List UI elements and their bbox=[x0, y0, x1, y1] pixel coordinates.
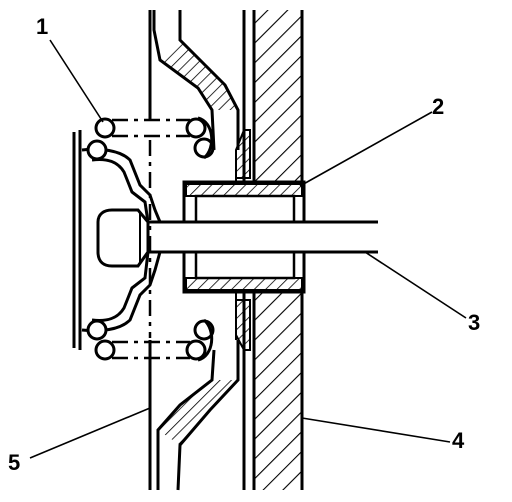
leader-2 bbox=[299, 111, 433, 187]
callout-3: 3 bbox=[468, 310, 480, 335]
spring-clip bbox=[86, 116, 215, 362]
callouts: 1 2 3 4 5 bbox=[8, 14, 480, 475]
leader-4 bbox=[301, 417, 451, 443]
seal-boot bbox=[72, 130, 162, 350]
leader-1 bbox=[49, 39, 104, 123]
callout-2: 2 bbox=[432, 94, 444, 119]
leader-lines bbox=[29, 39, 467, 459]
wall-spacers bbox=[235, 129, 251, 351]
callout-1: 1 bbox=[36, 14, 48, 39]
leader-5 bbox=[29, 407, 151, 459]
callout-4: 4 bbox=[452, 428, 465, 453]
shaft-rod bbox=[148, 220, 378, 254]
leader-3 bbox=[364, 251, 467, 319]
callout-5: 5 bbox=[8, 450, 20, 475]
